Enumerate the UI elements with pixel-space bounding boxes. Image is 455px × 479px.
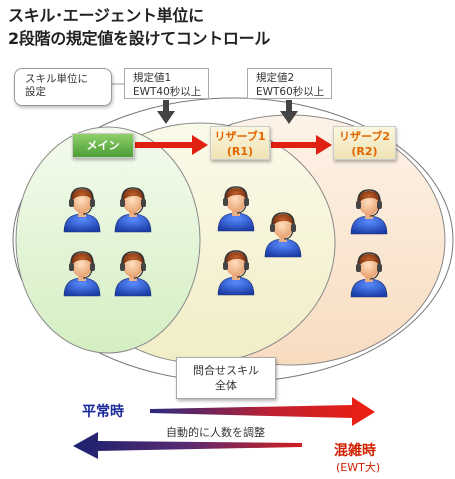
busy-ewt-label: (EWT大) [336, 461, 381, 474]
threshold1-name: 規定値1 [133, 72, 172, 84]
decrease-arrow [73, 432, 302, 459]
threshold2-box: 規定値2 EWT60秒以上 [247, 68, 332, 99]
skill-setting-callout: スキル単位に 設定 [14, 68, 112, 106]
reserve2-code: (R2) [351, 145, 378, 158]
main-zone [15, 126, 201, 354]
main-to-r1-arrow [135, 135, 208, 155]
reserve1-code: (R1) [226, 145, 254, 158]
title-line1: スキル･エージェント単位に [8, 6, 204, 25]
threshold1-value: EWT40秒以上 [133, 86, 202, 98]
threshold2-value: EWT60秒以上 [256, 86, 325, 98]
whole-skill-label: 問合せスキル 全体 [176, 357, 276, 399]
increase-arrow [150, 397, 375, 426]
whole-skill-line1: 問合せスキル [193, 364, 259, 377]
reserve2-label: リザーブ2 [339, 130, 390, 143]
threshold2-name: 規定値2 [256, 72, 295, 84]
page-title: スキル･エージェント単位に 2段階の規定値を設けてコントロール [8, 4, 448, 50]
auto-adjust-label: 自動的に人数を調整 [166, 426, 265, 439]
threshold1-box: 規定値1 EWT40秒以上 [124, 68, 209, 99]
normal-time-label: 平常時 [82, 404, 124, 420]
title-line2: 2段階の規定値を設けてコントロール [8, 29, 271, 48]
callout-line1: スキル単位に [25, 73, 88, 85]
threshold1-down-arrow [157, 100, 175, 124]
whole-skill-line2: 全体 [215, 379, 237, 392]
callout-line2: 設定 [25, 86, 46, 98]
main-group-tag: メイン [72, 133, 134, 158]
reserve2-group-tag: リザーブ2 (R2) [333, 126, 396, 160]
reserve1-group-tag: リザーブ1 (R1) [210, 126, 270, 160]
busy-time-label: 混雑時 [334, 443, 376, 459]
threshold2-down-arrow [280, 100, 298, 124]
reserve1-label: リザーブ1 [214, 130, 266, 143]
r1-to-r2-arrow [271, 135, 332, 155]
